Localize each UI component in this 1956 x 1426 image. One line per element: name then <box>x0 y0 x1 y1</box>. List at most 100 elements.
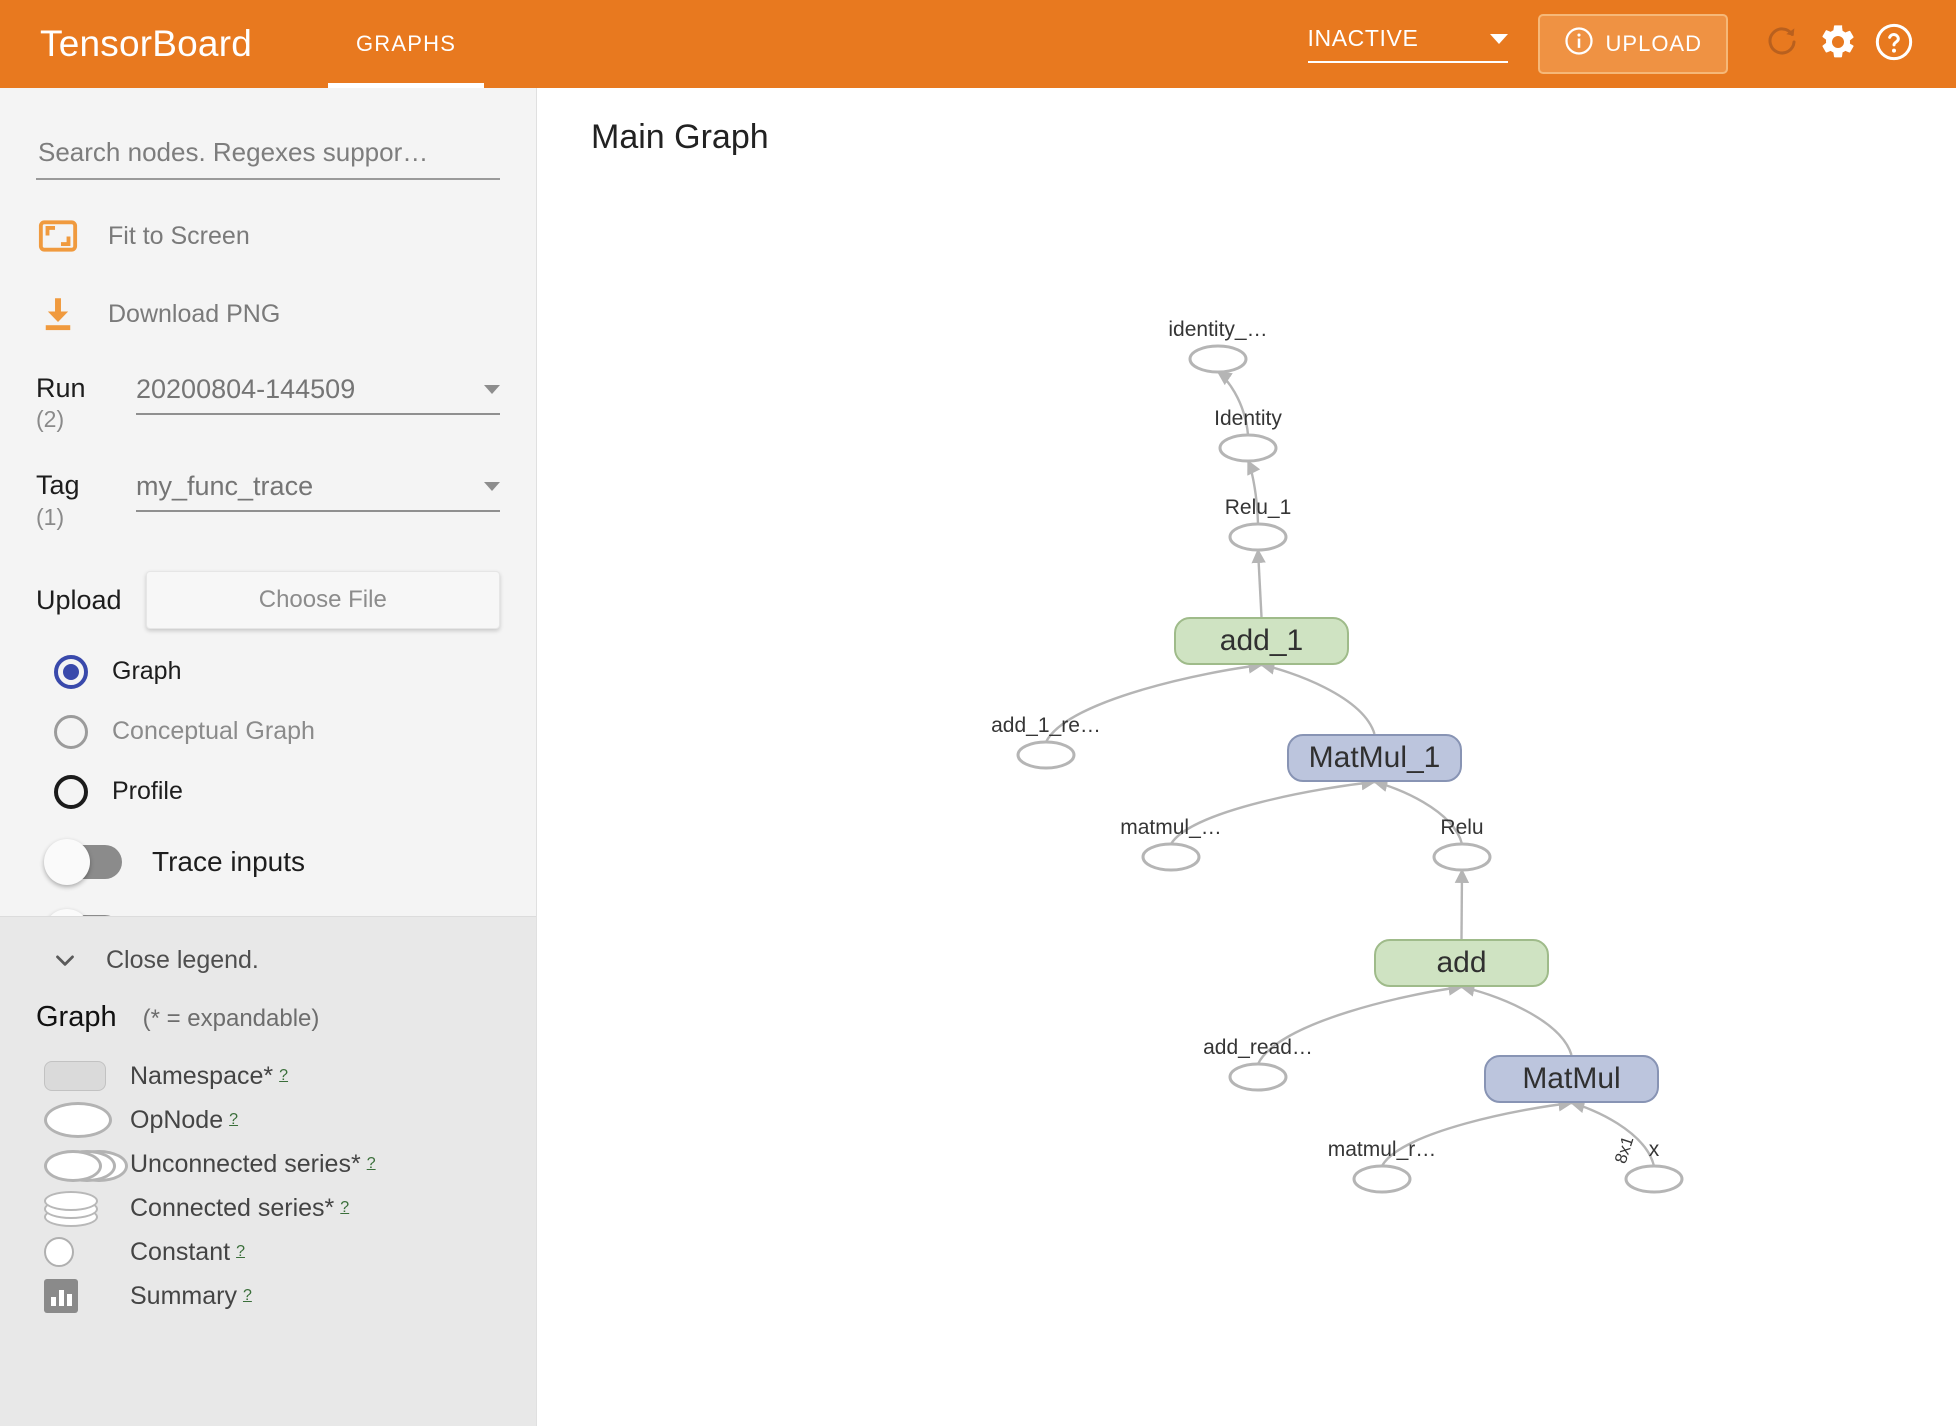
legend-header: Graph (* = expandable) <box>36 1001 500 1034</box>
tag-label-col: Tag (1) <box>36 471 136 530</box>
close-legend-button[interactable]: Close legend. <box>36 945 500 975</box>
app-body: Fit to Screen Download PNG Run <box>0 88 1956 1426</box>
header-tabs: GRAPHS <box>328 0 485 88</box>
graph-node-Relu_1[interactable] <box>1228 522 1288 552</box>
radio-conceptual-graph[interactable] <box>54 714 88 749</box>
graph-node-add_1[interactable]: add_1 <box>1174 617 1349 665</box>
fit-to-screen-label: Fit to Screen <box>108 221 250 250</box>
radio-profile[interactable] <box>54 774 88 809</box>
fit-to-screen-button[interactable]: Fit to Screen <box>36 214 500 258</box>
tag-select[interactable]: my_func_trace <box>136 471 500 513</box>
legend-item-constant: Constant ? <box>36 1230 500 1274</box>
legend-item-summary: Summary ? <box>36 1274 500 1318</box>
chevron-down-icon <box>484 482 500 492</box>
info-icon <box>1564 26 1594 62</box>
graph-node-add_1_read[interactable] <box>1016 740 1076 770</box>
graph-type-option-conceptual[interactable]: Conceptual Graph <box>36 714 500 749</box>
trace-inputs-row[interactable]: Trace inputs <box>36 838 500 885</box>
graph-edge-MatMul_1-to-add_1 <box>1260 660 1376 735</box>
run-value: 20200804-144509 <box>136 374 356 404</box>
graph-edge-matmul_read-to-MatMul <box>1380 1097 1573 1167</box>
graph-node-Identity[interactable] <box>1218 433 1278 463</box>
graph-node-x[interactable] <box>1624 1164 1684 1194</box>
graph-edge-add_1_read-to-add_1 <box>1044 659 1263 743</box>
page-title: Main Graph <box>591 118 769 156</box>
legend-label-namespace: Namespace* <box>130 1061 274 1090</box>
graph-node-label-Relu_1: Relu_1 <box>1224 496 1292 519</box>
run-status-dropdown[interactable]: INACTIVE <box>1307 25 1508 63</box>
graph-edge-Relu_1-to-Identity <box>1246 459 1261 525</box>
legend-subtitle: (* = expandable) <box>142 1005 320 1032</box>
run-label: Run <box>36 373 86 403</box>
legend-help-namespace[interactable]: ? <box>279 1067 289 1084</box>
graph-node-label-add_read: add_read… <box>1203 1036 1313 1059</box>
choose-file-button[interactable]: Choose File <box>145 570 500 629</box>
graph-node-add_read[interactable] <box>1228 1062 1288 1092</box>
graph-node-label-Relu: Relu <box>1440 816 1484 839</box>
graph-op-nodes <box>1016 344 1684 1194</box>
tag-count: (1) <box>36 503 65 530</box>
run-field: Run (2) 20200804-144509 <box>36 374 500 433</box>
radio-graph[interactable] <box>54 654 88 689</box>
run-label-col: Run (2) <box>36 374 136 433</box>
graph-node-add[interactable]: add <box>1374 939 1549 987</box>
legend-help-connected-series[interactable]: ? <box>340 1199 350 1216</box>
search-input[interactable] <box>36 136 504 169</box>
graph-edges <box>1044 371 1656 1167</box>
download-icon <box>36 292 80 336</box>
graph-node-matmul_read_1[interactable] <box>1141 842 1201 872</box>
settings-button[interactable] <box>1810 16 1866 72</box>
graph-type-option-profile[interactable]: Profile <box>36 774 500 809</box>
header-actions: INACTIVE UPLOAD <box>1307 14 1956 74</box>
upload-label: Upload <box>36 584 122 615</box>
graph-node-Relu[interactable] <box>1432 842 1492 872</box>
legend-item-connected-series: Connected series* ? <box>36 1186 500 1230</box>
download-png-label: Download PNG <box>108 299 281 328</box>
graph-node-label-add_1_read: add_1_re… <box>991 714 1101 737</box>
refresh-icon <box>1763 23 1801 66</box>
legend-label-summary: Summary <box>130 1281 237 1310</box>
graph-edge-add_1-to-Relu_1 <box>1251 548 1266 618</box>
graph-type-option-graph[interactable]: Graph <box>36 654 500 689</box>
trace-inputs-toggle[interactable] <box>44 838 122 885</box>
legend-panel: Close legend. Graph (* = expandable) Nam… <box>0 916 536 1426</box>
graph-node-matmul_read[interactable] <box>1352 1164 1412 1194</box>
graph-node-label-Identity: Identity <box>1214 407 1282 430</box>
legend-item-unconnected-series: Unconnected series* ? <box>36 1142 500 1186</box>
constant-icon <box>44 1237 130 1267</box>
gear-icon <box>1818 22 1858 67</box>
legend-help-unconnected-series[interactable]: ? <box>366 1155 376 1172</box>
graph-edge-Identity-to-identity_out <box>1216 371 1250 436</box>
graph-edge-x-to-MatMul <box>1570 1099 1656 1167</box>
tag-value: my_func_trace <box>136 471 314 502</box>
tag-label: Tag <box>36 470 80 501</box>
sidebar: Fit to Screen Download PNG Run <box>0 88 536 1426</box>
legend-help-constant[interactable]: ? <box>236 1243 245 1260</box>
legend-help-opnode[interactable]: ? <box>229 1111 239 1128</box>
graph-node-MatMul[interactable]: MatMul <box>1484 1055 1659 1103</box>
run-count: (2) <box>36 406 65 433</box>
download-png-button[interactable]: Download PNG <box>36 292 500 336</box>
refresh-button[interactable] <box>1754 16 1810 72</box>
tag-field: Tag (1) my_func_trace <box>36 471 500 530</box>
help-button[interactable] <box>1866 16 1922 72</box>
fit-to-screen-icon <box>36 214 80 258</box>
legend-label-constant: Constant <box>130 1237 231 1266</box>
graph-node-identity_out[interactable] <box>1188 344 1248 374</box>
graph-node-label-identity_out: identity_… <box>1168 318 1268 341</box>
legend-help-summary[interactable]: ? <box>242 1287 252 1304</box>
run-select[interactable]: 20200804-144509 <box>136 374 500 415</box>
graph-node-MatMul_1[interactable]: MatMul_1 <box>1287 734 1462 782</box>
upload-button[interactable]: UPLOAD <box>1537 14 1728 74</box>
legend-item-opnode: OpNode ? <box>36 1098 500 1142</box>
graph-svg <box>1016 344 1684 1194</box>
connected-series-icon <box>44 1191 130 1227</box>
legend-label-opnode: OpNode <box>130 1105 224 1134</box>
app-header: TensorBoard GRAPHS INACTIVE UPLOAD <box>0 0 1956 88</box>
graph-edge-MatMul-to-add <box>1460 982 1573 1056</box>
tab-graphs[interactable]: GRAPHS <box>328 0 485 88</box>
app-brand: TensorBoard <box>40 23 252 64</box>
chevron-down-icon <box>48 945 82 975</box>
